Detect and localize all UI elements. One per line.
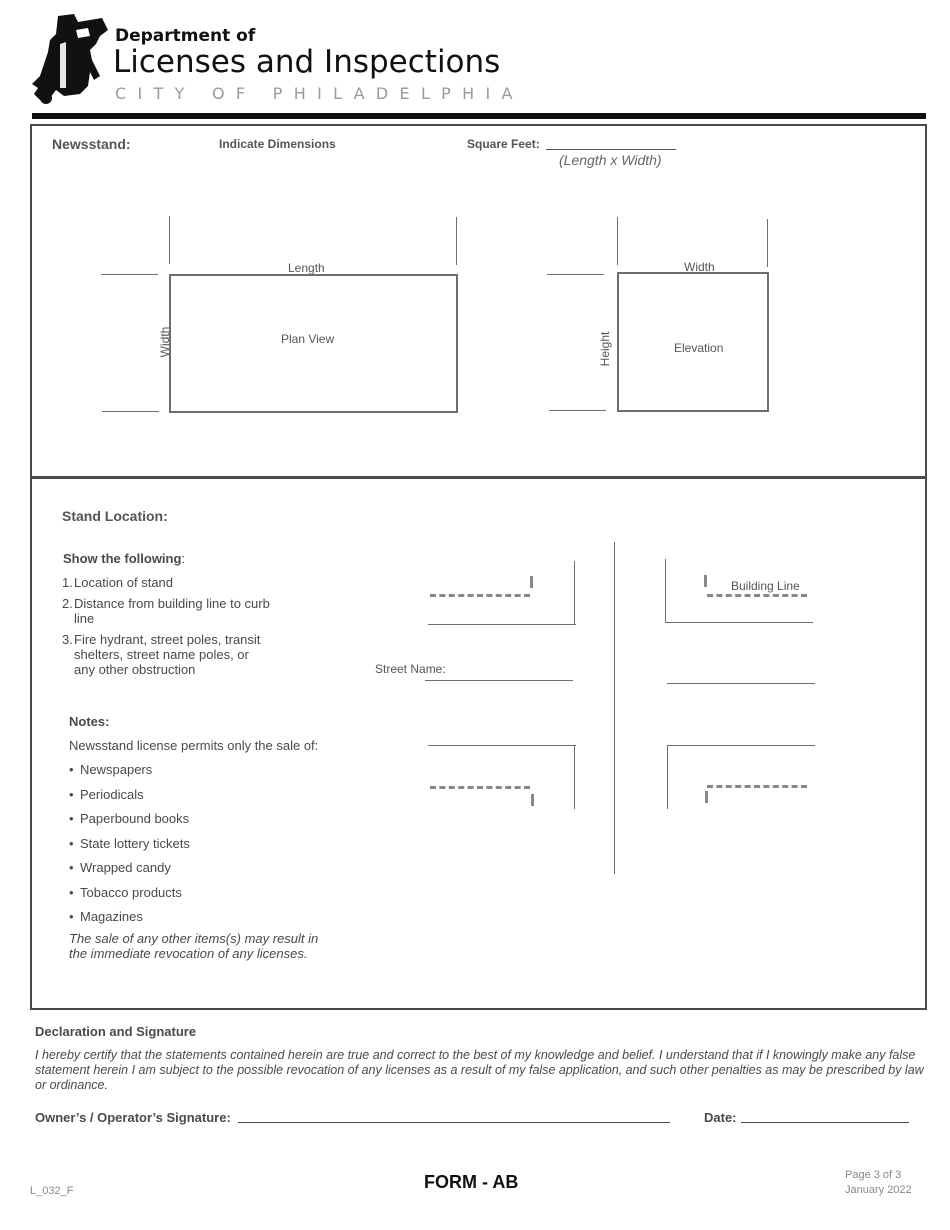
signature-label: Owner’s / Operator’s Signature: bbox=[35, 1110, 231, 1125]
building-line-dashed bbox=[707, 785, 807, 788]
department-name: Licenses and Inspections bbox=[113, 44, 501, 80]
instruction-list: 1. Location of stand 2. Distance from bu… bbox=[62, 575, 272, 677]
list-item: •Newspapers bbox=[69, 762, 153, 777]
date-field[interactable] bbox=[741, 1108, 909, 1123]
show-following-heading: Show the following: bbox=[63, 551, 185, 566]
list-text: Fire hydrant, street poles, transit shel… bbox=[74, 632, 261, 677]
list-item: 1. Location of stand bbox=[62, 575, 272, 590]
page-number: Page 3 of 3 bbox=[845, 1169, 902, 1181]
square-feet-label: Square Feet: bbox=[467, 137, 540, 151]
list-item: •Wrapped candy bbox=[69, 860, 171, 875]
curb-line bbox=[574, 745, 575, 809]
list-text: Paperbound books bbox=[80, 811, 190, 826]
newsstand-title: Newsstand: bbox=[52, 136, 131, 152]
length-x-width-hint: (Length x Width) bbox=[559, 152, 662, 168]
elevation-extension-line bbox=[617, 217, 618, 265]
form-title: FORM - AB bbox=[424, 1172, 519, 1192]
list-number: 2. bbox=[62, 596, 73, 611]
indicate-dimensions-label: Indicate Dimensions bbox=[219, 137, 336, 151]
notes-title: Notes: bbox=[69, 714, 110, 729]
building-line-stub bbox=[704, 575, 707, 587]
building-line-stub bbox=[531, 794, 534, 806]
curb-line bbox=[428, 624, 576, 625]
list-number: 3. bbox=[62, 632, 73, 647]
list-number: 1. bbox=[62, 575, 73, 590]
list-item: •Tobacco products bbox=[69, 884, 182, 900]
elevation-label: Elevation bbox=[674, 341, 724, 355]
plan-extension-line bbox=[169, 216, 170, 264]
list-item: •Paperbound books bbox=[69, 811, 190, 826]
signature-field[interactable] bbox=[238, 1108, 670, 1123]
list-text: Location of stand bbox=[74, 575, 174, 590]
street-name-label: Street Name: bbox=[375, 662, 446, 676]
elevation-width-label: Width bbox=[684, 260, 715, 274]
building-line-dashed bbox=[430, 594, 530, 597]
list-item: •Periodicals bbox=[69, 786, 144, 802]
building-line-dashed bbox=[707, 594, 807, 597]
elevation-rect bbox=[617, 272, 769, 412]
elevation-extension-line bbox=[547, 274, 604, 275]
revision-date: January 2022 bbox=[845, 1184, 912, 1196]
building-line-label: Building Line bbox=[731, 579, 800, 593]
list-item: 2. Distance from building line to curb l… bbox=[62, 596, 272, 626]
curb-line bbox=[665, 622, 813, 623]
street-name-field[interactable] bbox=[425, 680, 573, 681]
square-feet-field[interactable] bbox=[546, 135, 676, 150]
curb-line bbox=[428, 745, 576, 746]
stand-location-section bbox=[30, 477, 927, 1010]
curb-line bbox=[667, 745, 668, 809]
list-text: Distance from building line to curb line bbox=[74, 596, 270, 626]
curb-line bbox=[574, 561, 575, 624]
building-line-dashed bbox=[430, 786, 530, 789]
list-text: State lottery tickets bbox=[80, 835, 190, 851]
header-rule bbox=[32, 113, 926, 119]
city-name: CITY OF PHILADELPHIA bbox=[115, 84, 524, 103]
list-item: 3. Fire hydrant, street poles, transit s… bbox=[62, 632, 272, 677]
plan-extension-line bbox=[456, 217, 457, 265]
plan-extension-line bbox=[101, 274, 158, 275]
list-text: Magazines bbox=[80, 909, 143, 924]
list-text: Wrapped candy bbox=[80, 860, 171, 875]
show-following-label: Show the following bbox=[63, 551, 182, 566]
plan-length-label: Length bbox=[288, 261, 325, 275]
notes-intro: Newsstand license permits only the sale … bbox=[69, 738, 319, 753]
declaration-title: Declaration and Signature bbox=[35, 1024, 197, 1039]
curb-line bbox=[667, 745, 815, 746]
intersection-diagram: Building Line Street Name: bbox=[370, 540, 830, 880]
elevation-extension-line bbox=[549, 410, 606, 411]
date-label: Date: bbox=[704, 1110, 737, 1125]
stand-location-title: Stand Location: bbox=[62, 508, 168, 524]
declaration-text: I hereby certify that the statements con… bbox=[35, 1048, 924, 1092]
street-centerline bbox=[614, 542, 615, 874]
list-text: Periodicals bbox=[80, 786, 144, 802]
form-code: L_032_F bbox=[30, 1185, 74, 1197]
liberty-bell-icon bbox=[32, 14, 108, 104]
elevation-height-label: Height bbox=[598, 331, 612, 367]
plan-view-label: Plan View bbox=[281, 332, 335, 346]
list-item: •Magazines bbox=[69, 909, 143, 924]
curb-line bbox=[665, 559, 666, 623]
show-following-colon: : bbox=[181, 551, 186, 566]
list-text: Tobacco products bbox=[80, 884, 182, 900]
notes-list: •Newspapers •Periodicals •Paperbound boo… bbox=[69, 762, 190, 934]
plan-extension-line bbox=[102, 411, 159, 412]
list-text: Newspapers bbox=[80, 762, 153, 777]
list-item: •State lottery tickets bbox=[69, 835, 190, 851]
building-line-stub bbox=[705, 791, 708, 803]
plan-width-label: Width bbox=[158, 326, 172, 358]
newsstand-section bbox=[30, 124, 927, 478]
plan-view-rect bbox=[169, 274, 458, 413]
building-line-stub bbox=[530, 576, 533, 588]
street-name-field[interactable] bbox=[667, 683, 815, 684]
header: Department of Licenses and Inspections C… bbox=[0, 0, 950, 120]
department-line: Department of bbox=[115, 26, 256, 46]
notes-warning: The sale of any other items(s) may resul… bbox=[69, 931, 319, 961]
elevation-extension-line bbox=[767, 219, 768, 267]
